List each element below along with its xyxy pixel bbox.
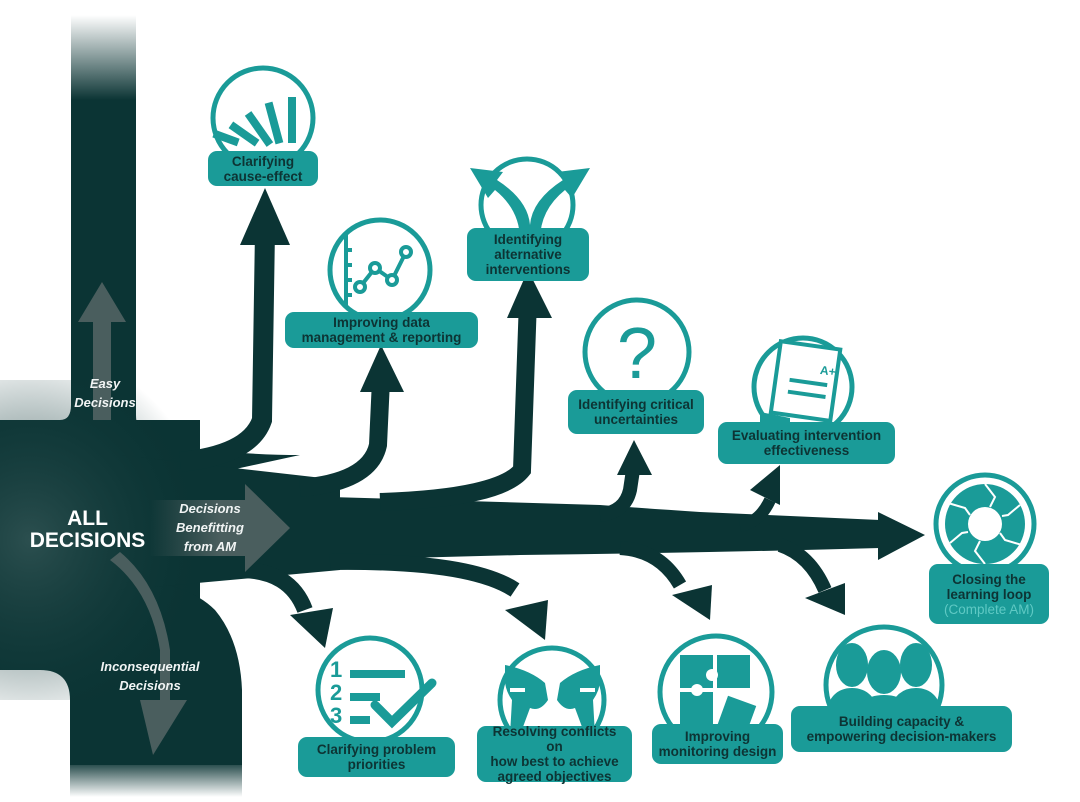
node-line: Clarifying problem — [316, 742, 437, 757]
node-critical-uncertainties: Identifying critical uncertainties — [568, 390, 704, 434]
svg-text:1: 1 — [330, 657, 342, 682]
easy-line1: Easy — [89, 376, 121, 391]
question-mark-icon: ? — [617, 314, 657, 394]
node-line: learning loop — [946, 586, 1032, 602]
root-title-line1: ALL — [67, 507, 108, 530]
node-line: how best to achieve — [490, 754, 619, 769]
benefitting-line2: Benefitting — [176, 520, 244, 535]
benefitting-line1: Decisions — [179, 501, 241, 516]
node-problem-priorities: Clarifying problem priorities — [298, 737, 455, 777]
node-line: Evaluating intervention — [731, 428, 882, 443]
handshake-icon — [505, 665, 600, 735]
inconsequential-decisions-label: Inconsequential Decisions — [90, 657, 210, 695]
graded-paper-icon: A+ — [760, 338, 843, 430]
inconsequential-line1: Inconsequential — [100, 659, 200, 674]
node-line: Resolving conflicts on — [492, 724, 617, 754]
node-alternative-interventions: Identifying alternative interventions — [467, 228, 589, 281]
node-line: management & reporting — [301, 330, 462, 345]
node-line: effectiveness — [763, 443, 850, 458]
node-line: Building capacity & — [838, 714, 965, 729]
node-line: Improving — [684, 729, 751, 744]
node-intervention-effectiveness: Evaluating intervention effectiveness — [718, 422, 895, 464]
node-line: cause-effect — [223, 168, 303, 184]
node-subtitle: (Complete AM) — [943, 601, 1035, 617]
easy-decisions-label: Easy Decisions — [70, 374, 140, 412]
node-resolving-conflicts: Resolving conflicts on how best to achie… — [477, 724, 632, 784]
puzzle-icon — [680, 655, 757, 735]
svg-text:A+: A+ — [819, 363, 836, 379]
node-monitoring-design: Improving monitoring design — [652, 724, 783, 764]
upper-arrowheads — [240, 188, 925, 560]
line-chart-icon — [344, 235, 413, 305]
easy-line2: Decisions — [74, 395, 136, 410]
node-line: Closing the — [952, 571, 1026, 587]
node-line: Identifying critical — [578, 397, 694, 412]
benefitting-line3: from AM — [183, 539, 237, 554]
root-label: ALL DECISIONS — [20, 508, 155, 552]
split-arrows-icon — [470, 168, 590, 240]
dominoes-icon — [212, 97, 296, 147]
node-line: alternative — [494, 247, 562, 262]
node-line: monitoring design — [658, 744, 777, 759]
node-line: uncertainties — [593, 412, 679, 427]
lower-branches — [239, 538, 832, 614]
flow-arrows — [78, 282, 290, 755]
cycle-icon — [945, 483, 1025, 565]
node-line: Improving data — [333, 315, 430, 330]
inconsequential-line2: Decisions — [119, 678, 181, 693]
svg-text:?: ? — [617, 314, 657, 394]
node-line: agreed objectives — [497, 769, 612, 784]
node-data-management: Improving data management & reporting — [285, 312, 478, 348]
node-line: Identifying — [493, 232, 563, 247]
lower-arrowheads — [290, 583, 845, 648]
node-line: priorities — [347, 757, 406, 772]
node-cause-effect: Clarifying cause-effect — [208, 151, 318, 186]
node-line: Clarifying — [231, 153, 295, 169]
upper-branches — [178, 229, 890, 540]
benefitting-decisions-label: Decisions Benefitting from AM — [170, 499, 250, 556]
node-line: empowering decision-makers — [806, 729, 997, 744]
node-learning-loop: Closing the learning loop (Complete AM) — [929, 564, 1049, 624]
node-building-capacity: Building capacity & empowering decision-… — [791, 706, 1012, 752]
svg-text:3: 3 — [330, 703, 342, 728]
numbered-checklist-icon: 1 2 3 — [330, 657, 437, 729]
node-line: interventions — [485, 262, 571, 277]
root-title-line2: DECISIONS — [29, 529, 146, 552]
svg-text:2: 2 — [330, 680, 342, 705]
